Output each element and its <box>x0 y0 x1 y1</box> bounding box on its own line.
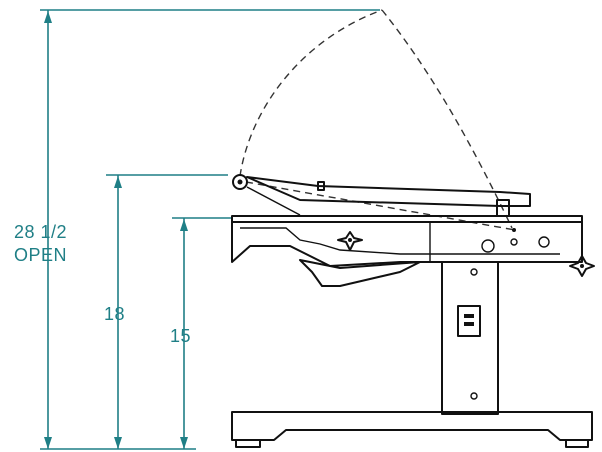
arm-height-value: 18 <box>104 304 126 324</box>
dimension-open-height <box>40 9 380 449</box>
pedestal-column <box>441 261 499 415</box>
table-deck <box>231 215 583 287</box>
table-height-value: 15 <box>170 326 192 346</box>
closed-arm <box>232 174 531 217</box>
electrical-outlet-icon <box>457 305 481 337</box>
star-knob-left-icon <box>337 231 363 251</box>
machine-base <box>231 411 593 448</box>
open-arm-outline <box>239 9 516 231</box>
deck-fittings <box>481 228 550 253</box>
open-height-note: OPEN <box>14 245 68 265</box>
open-height-value: 28 1/2 <box>14 222 68 242</box>
star-knob-right-icon <box>569 255 595 277</box>
dimension-table-height <box>172 217 232 449</box>
dimension-arm-height <box>106 174 228 449</box>
